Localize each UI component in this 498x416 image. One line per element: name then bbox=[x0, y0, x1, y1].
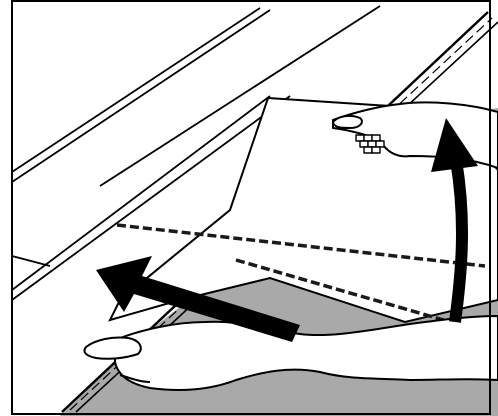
right-hand-thumb bbox=[333, 116, 362, 128]
